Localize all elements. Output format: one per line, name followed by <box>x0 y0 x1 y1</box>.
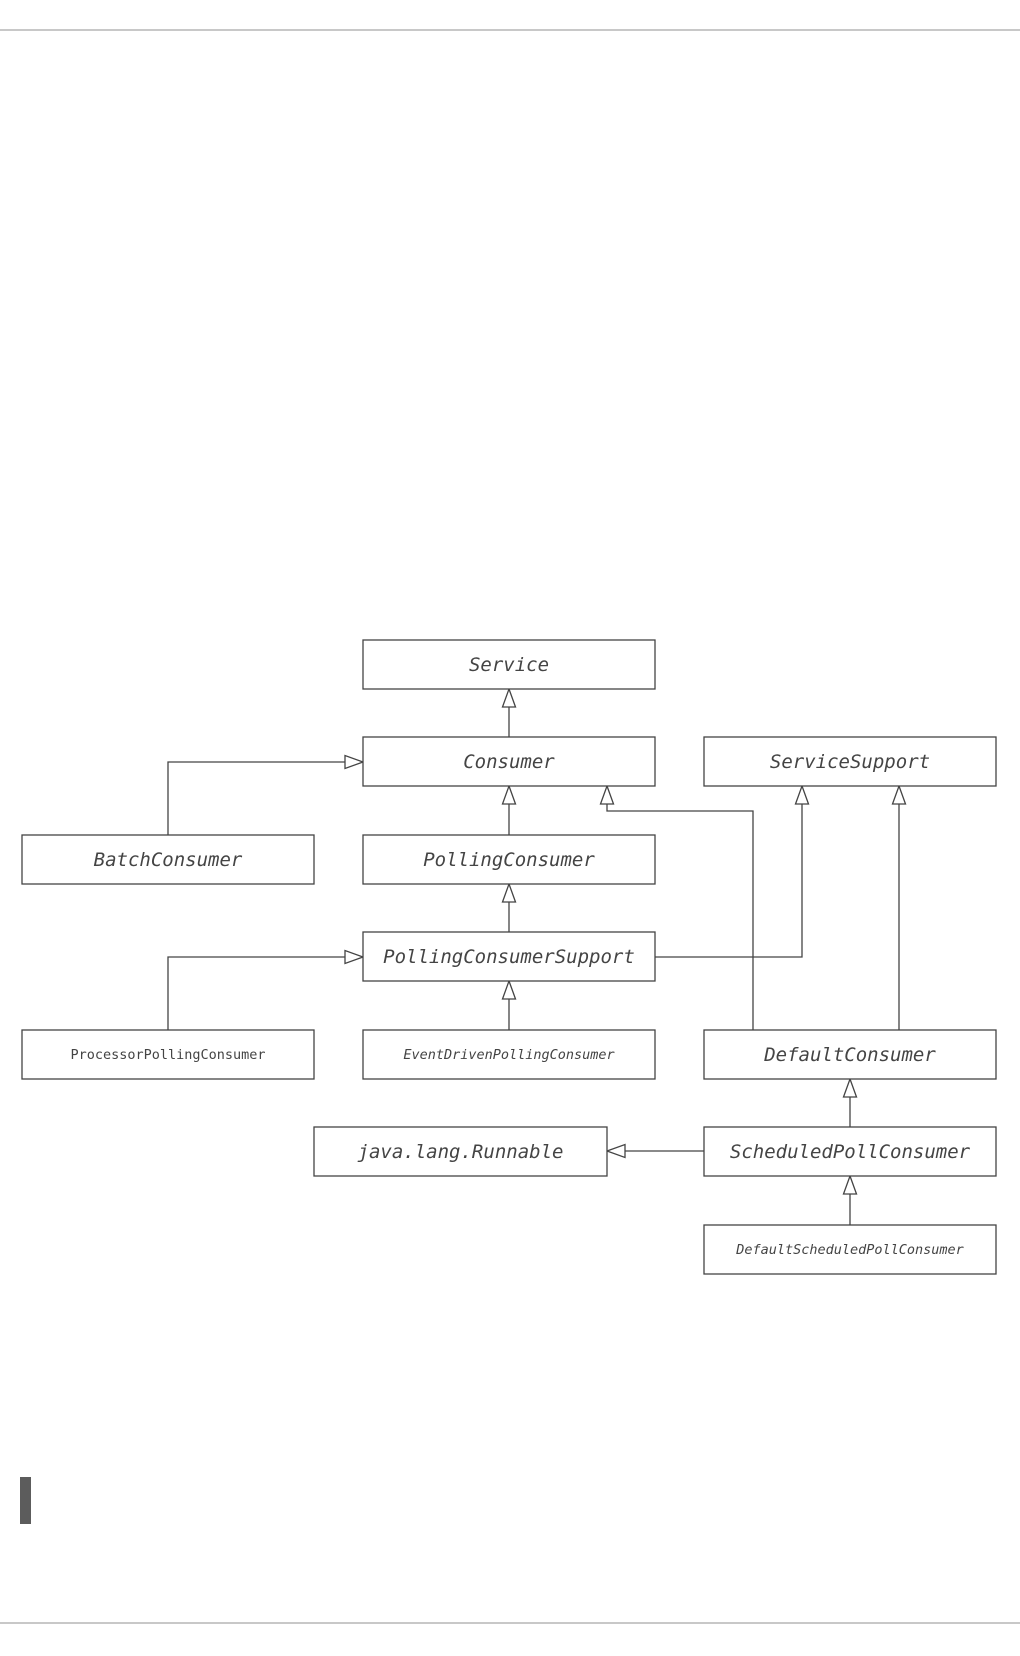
class-box <box>703 1029 997 1080</box>
class-label: Service <box>469 654 549 676</box>
class-node-scheduled-poll-consumer: ScheduledPollConsumer <box>703 1126 997 1177</box>
class-node-consumer: Consumer <box>362 736 656 787</box>
class-box <box>362 639 656 690</box>
generalization-arrowhead <box>891 784 907 805</box>
class-node-service-support: ServiceSupport <box>703 736 997 787</box>
class-label: java.lang.Runnable <box>358 1141 564 1163</box>
generalization-arrowhead <box>344 754 365 770</box>
edges-layer <box>167 687 907 1225</box>
header-rule <box>0 29 1020 31</box>
edge-line <box>167 761 345 835</box>
class-box <box>703 1126 997 1177</box>
edge-default-consumer-to-consumer <box>599 784 754 1030</box>
generalization-arrowhead <box>599 784 615 805</box>
class-label: PollingConsumerSupport <box>383 946 635 968</box>
class-label: PollingConsumer <box>423 849 595 871</box>
generalization-arrowhead <box>842 1077 858 1098</box>
generalization-arrowhead <box>501 784 517 805</box>
footer-rule <box>0 1622 1020 1624</box>
class-node-polling-consumer-support: PollingConsumerSupport <box>362 931 656 982</box>
class-box <box>362 736 656 787</box>
generalization-arrowhead <box>605 1143 626 1159</box>
class-label: DefaultScheduledPollConsumer <box>735 1242 964 1258</box>
generalization-arrowhead <box>501 687 517 708</box>
edge-polling-consumer-support-to-polling-consumer <box>501 882 517 932</box>
edge-default-scheduled-poll-consumer-to-scheduled-poll-consumer <box>842 1174 858 1225</box>
edge-line <box>167 956 345 1030</box>
change-bar <box>20 1477 31 1524</box>
class-label: BatchConsumer <box>94 849 243 871</box>
class-node-default-scheduled-poll-consumer: DefaultScheduledPollConsumer <box>703 1224 997 1275</box>
edge-consumer-to-service <box>501 687 517 737</box>
class-label: ServiceSupport <box>770 751 930 773</box>
class-node-event-driven-polling-consumer: EventDrivenPollingConsumer <box>362 1029 656 1080</box>
class-node-polling-consumer: PollingConsumer <box>362 834 656 885</box>
class-box <box>21 1029 315 1080</box>
class-label: Consumer <box>463 751 555 773</box>
class-box <box>362 1029 656 1080</box>
class-node-runnable: java.lang.Runnable <box>313 1126 608 1177</box>
class-box <box>21 834 315 885</box>
generalization-arrowhead <box>501 882 517 903</box>
class-node-default-consumer: DefaultConsumer <box>703 1029 997 1080</box>
class-box <box>703 1224 997 1275</box>
edge-scheduled-poll-consumer-to-runnable <box>605 1143 704 1159</box>
class-label: DefaultConsumer <box>763 1044 936 1066</box>
class-box <box>313 1126 608 1177</box>
class-node-batch-consumer: BatchConsumer <box>21 834 315 885</box>
class-node-processor-polling-consumer: ProcessorPollingConsumer <box>21 1029 315 1080</box>
edge-scheduled-poll-consumer-to-default-consumer <box>842 1077 858 1127</box>
edge-default-consumer-to-service-support <box>891 784 907 1030</box>
edge-line <box>655 804 803 958</box>
generalization-arrowhead <box>794 784 810 805</box>
class-node-service: Service <box>362 639 656 690</box>
generalization-arrowhead <box>344 949 365 965</box>
class-label: EventDrivenPollingConsumer <box>403 1047 615 1063</box>
edge-line <box>606 804 754 1030</box>
class-box <box>703 736 997 787</box>
class-box <box>362 834 656 885</box>
edge-polling-consumer-to-consumer <box>501 784 517 835</box>
edge-event-driven-polling-consumer-to-polling-consumer-support <box>501 979 517 1030</box>
edge-polling-consumer-support-to-service-support <box>655 784 810 958</box>
generalization-arrowhead <box>842 1174 858 1195</box>
generalization-arrowhead <box>501 979 517 1000</box>
class-box <box>362 931 656 982</box>
edge-processor-polling-consumer-to-polling-consumer-support <box>167 949 365 1030</box>
class-label: ProcessorPollingConsumer <box>70 1047 265 1063</box>
edge-batch-consumer-to-consumer <box>167 754 365 835</box>
class-label: ScheduledPollConsumer <box>730 1141 971 1163</box>
